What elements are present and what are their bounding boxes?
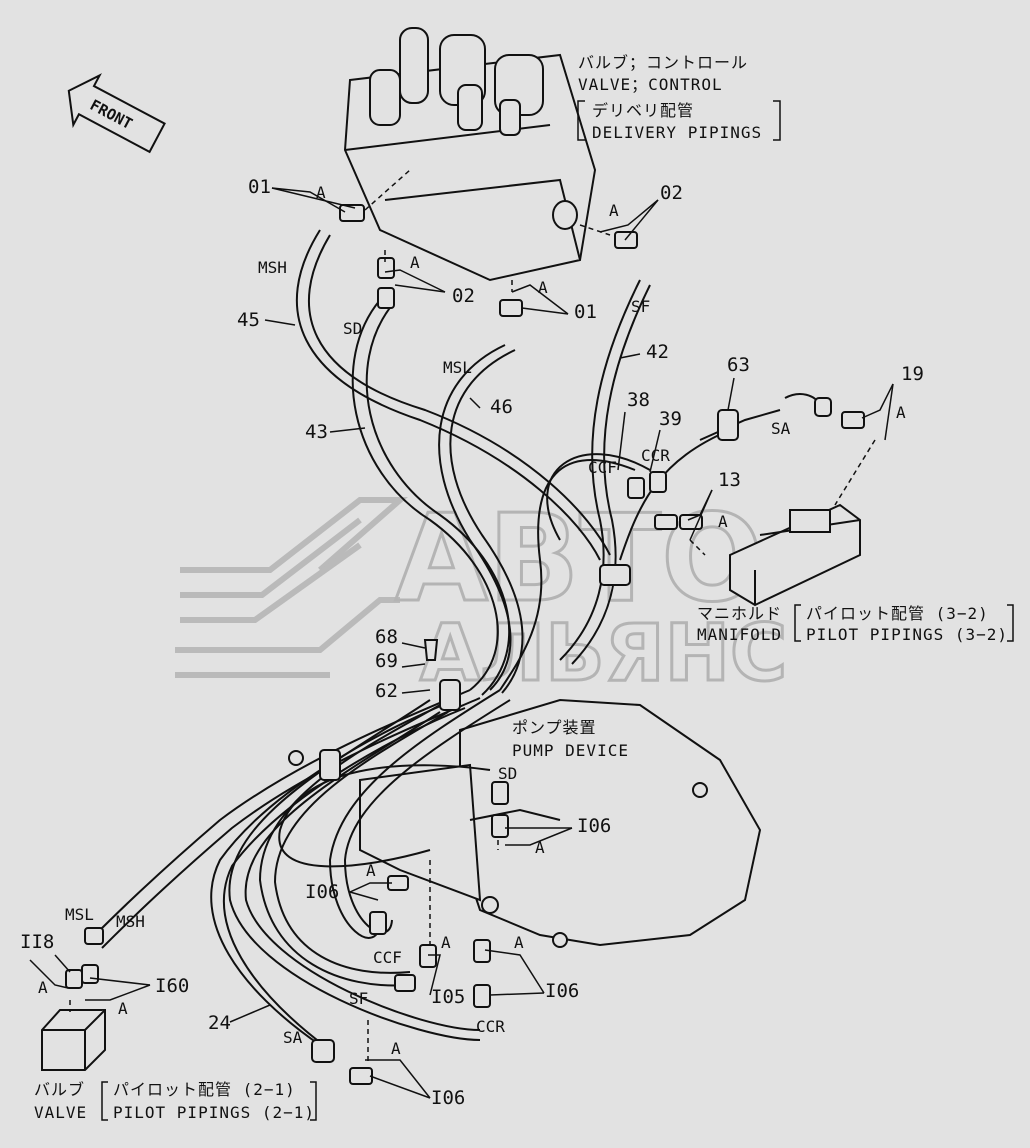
part-number-p106c: I06 bbox=[545, 980, 579, 1002]
watermark-line-2: АЛЬЯНС bbox=[420, 609, 787, 699]
captions: バルブ；コントロール VALVE；CONTROL デリベリ配管 DELIVERY… bbox=[34, 53, 1008, 1122]
manifold-drawing bbox=[729, 503, 861, 607]
caption-brackets bbox=[101, 100, 1014, 1121]
part-number-p68: 68 bbox=[375, 626, 398, 648]
hose-tag-msh2: MSH bbox=[116, 912, 145, 931]
hose-tag-a02b: A bbox=[410, 253, 420, 272]
hose-tag-a160: A bbox=[118, 999, 128, 1018]
caption-control-valve-jp: バルブ；コントロール bbox=[578, 53, 748, 72]
caption-pilot21-jp: パイロット配管 (2−1) bbox=[113, 1080, 296, 1099]
part-number-p69: 69 bbox=[375, 650, 398, 672]
caption-valve-jp: バルブ bbox=[34, 1080, 85, 1099]
part-number-p39: 39 bbox=[659, 408, 682, 430]
part-number-p13: 13 bbox=[718, 469, 741, 491]
hose-tag-a106c: A bbox=[514, 933, 524, 952]
part-number-p118: II8 bbox=[20, 931, 54, 953]
front-arrow: FRONT bbox=[67, 73, 166, 154]
hose-tag-sa1: SA bbox=[771, 419, 791, 438]
part-number-p106a: I06 bbox=[577, 815, 611, 837]
part-number-p43: 43 bbox=[305, 421, 328, 443]
hose-tag-a106d: A bbox=[391, 1039, 401, 1058]
hose-tag-a19: A bbox=[896, 403, 906, 422]
hose-tag-a01b: A bbox=[538, 278, 548, 297]
hose-tag-a105: A bbox=[441, 933, 451, 952]
control-valve-drawing bbox=[343, 27, 597, 282]
dash-lines bbox=[69, 169, 876, 1065]
hose-tag-sf1: SF bbox=[631, 297, 650, 316]
part-number-p106b: I06 bbox=[305, 881, 339, 903]
part-number-p105: I05 bbox=[431, 986, 465, 1008]
caption-pilot32-jp: パイロット配管 (3−2) bbox=[806, 604, 989, 623]
caption-manifold-jp: マニホルド bbox=[697, 604, 782, 623]
pilot-valve-drawing bbox=[41, 1009, 106, 1071]
part-number-p01a: 01 bbox=[248, 176, 271, 198]
caption-delivery-jp: デリベリ配管 bbox=[592, 101, 694, 120]
part-number-p63: 63 bbox=[727, 354, 750, 376]
part-number-p160: I60 bbox=[155, 975, 189, 997]
hose-tag-a118: A bbox=[38, 978, 48, 997]
caption-control-valve-en: VALVE；CONTROL bbox=[578, 75, 723, 94]
hose-tag-msl2: MSL bbox=[65, 905, 94, 924]
caption-manifold-en: MANIFOLD bbox=[697, 625, 782, 644]
hose-tag-msl1: MSL bbox=[443, 358, 472, 377]
part-number-p02b: 02 bbox=[452, 285, 475, 307]
hose-tag-a01a: A bbox=[316, 183, 326, 202]
caption-pump-en: PUMP DEVICE bbox=[512, 741, 629, 760]
hose-tag-sd2: SD bbox=[498, 764, 517, 783]
hose-tag-a106b: A bbox=[366, 861, 376, 880]
pump-device-drawing bbox=[359, 698, 762, 948]
hose-tag-ccf2: CCF bbox=[373, 948, 402, 967]
hose-tag-ccr2: CCR bbox=[476, 1017, 505, 1036]
hose-tag-sa2: SA bbox=[283, 1028, 303, 1047]
hoses bbox=[89, 229, 821, 1051]
hose-clamps bbox=[288, 409, 739, 781]
hose-tag-a13: A bbox=[718, 512, 728, 531]
caption-pilot21-en: PILOT PIPINGS (2−1) bbox=[113, 1103, 315, 1122]
leader-lines bbox=[29, 187, 894, 1099]
fittings bbox=[65, 204, 865, 1085]
part-number-p19: 19 bbox=[901, 363, 924, 385]
hose-tag-a106a: A bbox=[535, 838, 545, 857]
part-number-p42: 42 bbox=[646, 341, 669, 363]
hose-tag-sd1: SD bbox=[343, 319, 362, 338]
part-number-p45: 45 bbox=[237, 309, 260, 331]
hose-tag-msh1: MSH bbox=[258, 258, 287, 277]
hose-tag-sf2: SF bbox=[349, 989, 368, 1008]
caption-pilot32-en: PILOT PIPINGS (3−2) bbox=[806, 625, 1008, 644]
hose-tag-ccr1: CCR bbox=[641, 446, 670, 465]
caption-delivery-en: DELIVERY PIPINGS bbox=[592, 123, 762, 142]
watermark-logo bbox=[175, 497, 408, 678]
part-number-p46: 46 bbox=[490, 396, 513, 418]
part-number-p01b: 01 bbox=[574, 301, 597, 323]
caption-valve-en: VALVE bbox=[34, 1103, 87, 1122]
part-number-p62: 62 bbox=[375, 680, 398, 702]
part-number-p24: 24 bbox=[208, 1012, 231, 1034]
hose-tag-a02a: A bbox=[609, 201, 619, 220]
hose-tag-ccf1: CCF bbox=[588, 458, 617, 477]
part-number-p38: 38 bbox=[627, 389, 650, 411]
part-number-p106d: I06 bbox=[431, 1087, 465, 1109]
part-number-p02a: 02 bbox=[660, 182, 683, 204]
caption-pump-jp: ポンプ装置 bbox=[512, 718, 597, 737]
